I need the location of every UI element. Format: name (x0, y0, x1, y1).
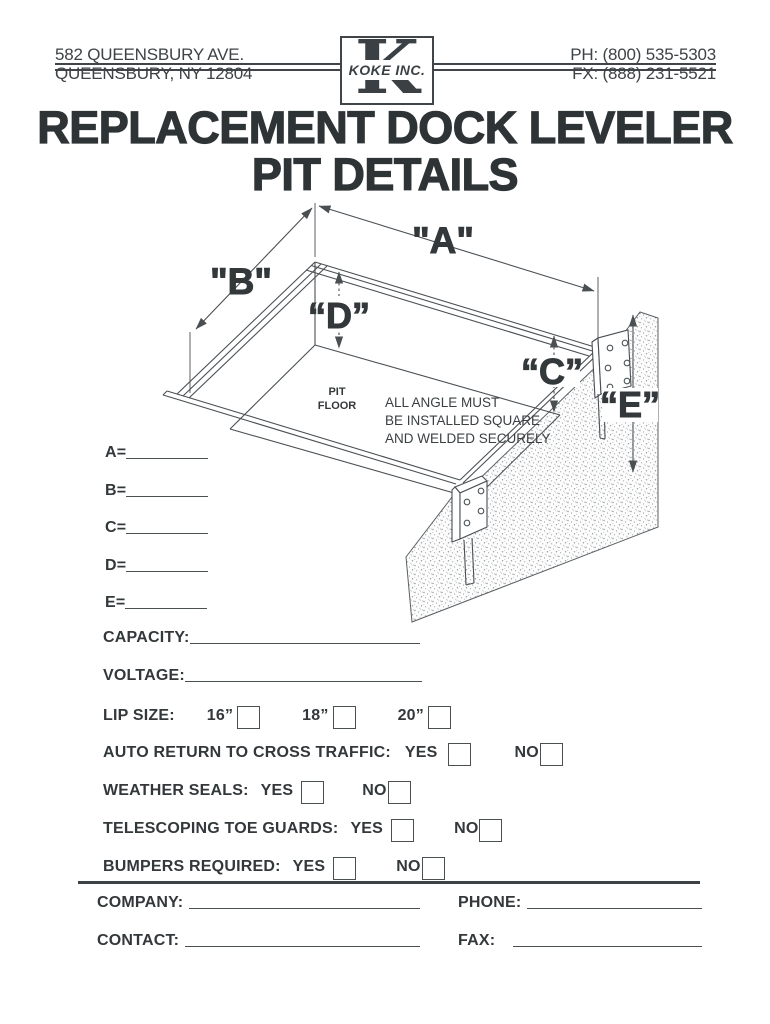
capacity-row: CAPACITY: (103, 629, 420, 647)
contact-label: CONTACT: (97, 932, 180, 949)
lip-option-18-label: 18” (302, 707, 329, 724)
capacity-input[interactable] (189, 643, 420, 644)
phone-label: PHONE: (458, 894, 522, 911)
measurement-row-e: E= (105, 594, 208, 632)
bumpers-yes-checkbox[interactable] (333, 857, 357, 880)
toe-guards-yes-label: YES (350, 820, 384, 837)
dim-label-d: “D” (308, 295, 370, 336)
pit-drawing (162, 203, 659, 623)
company-phone-fax: PH: (800) 535-5303 FX: (888) 231-5521 (570, 45, 716, 83)
measurement-input-e[interactable] (125, 608, 208, 609)
company-input[interactable] (189, 908, 420, 909)
address-line2: QUEENSBURY, NY 12804 (55, 64, 253, 83)
fax-label: FAX: (458, 932, 496, 949)
e-label-backer (602, 388, 658, 422)
dimension-b (189, 207, 313, 393)
toe-guards-label: TELESCOPING TOE GUARDS: (103, 820, 339, 837)
company-address: 582 QUEENSBURY AVE. QUEENSBURY, NY 12804 (55, 45, 252, 83)
bumpers-no-label: NO (396, 858, 421, 875)
voltage-label: VOLTAGE: (103, 667, 185, 684)
fax-input[interactable] (513, 946, 702, 947)
lip-18-checkbox[interactable] (332, 706, 356, 729)
lip-option-20-label: 20” (397, 707, 424, 724)
auto-return-no-label: NO (514, 744, 539, 761)
phone-input[interactable] (527, 908, 702, 909)
measurement-label-b: B= (105, 481, 127, 499)
voltage-input[interactable] (184, 681, 422, 682)
measurement-input-c[interactable] (126, 533, 209, 534)
angle-note-line1: ALL ANGLE MUST (385, 395, 499, 410)
bumpers-no-checkbox[interactable] (421, 857, 445, 880)
voltage-row: VOLTAGE: (103, 667, 422, 685)
weather-seals-no-label: NO (362, 782, 387, 799)
toe-guards-yes-checkbox[interactable] (391, 819, 415, 842)
contact-input[interactable] (185, 946, 420, 947)
phone-number: PH: (800) 535-5303 (570, 45, 716, 64)
lip-20-checkbox[interactable] (427, 706, 451, 729)
lip-size-label: LIP SIZE: (103, 707, 175, 724)
company-label: COMPANY: (97, 894, 184, 911)
auto-return-label: AUTO RETURN TO CROSS TRAFFIC: (103, 744, 391, 761)
weather-seals-label: WEATHER SEALS: (103, 782, 249, 799)
measurement-row-d: D= (105, 556, 209, 595)
dim-label-e: “E” (600, 384, 660, 425)
angle-note-line2: BE INSTALLED SQUARE (385, 413, 540, 428)
footer-divider (78, 881, 700, 884)
title-line1: REPLACEMENT DOCK LEVELER (37, 102, 734, 153)
company-field: COMPANY: (97, 894, 420, 912)
pit-isometric-diagram: "A" "B" “D” “C” “E” PIT FLOOR ALL ANGLE … (162, 203, 661, 623)
measurement-input-d[interactable] (126, 570, 209, 572)
title-line2: PIT DETAILS (251, 149, 519, 200)
weather-seals-yes-checkbox[interactable] (301, 781, 325, 804)
weather-seals-row: WEATHER SEALS: YES NO (103, 780, 411, 804)
lip-16-checkbox[interactable] (237, 706, 261, 729)
auto-return-row: AUTO RETURN TO CROSS TRAFFIC: YES NO (103, 742, 563, 766)
pit-floor-label-1: PIT (328, 386, 345, 398)
c-label-backer (524, 355, 580, 387)
auto-return-yes-checkbox[interactable] (447, 743, 471, 766)
measurement-row-a: A= (105, 444, 209, 482)
dim-label-c: “C” (521, 351, 583, 392)
weather-seals-yes-label: YES (260, 782, 294, 799)
toe-guards-no-checkbox[interactable] (479, 819, 503, 842)
measurement-input-b[interactable] (126, 495, 209, 497)
logo-company-name: KOKE INC. (348, 62, 426, 78)
measurement-label-d: D= (105, 556, 127, 574)
bumpers-yes-label: YES (292, 858, 326, 875)
measurement-label-e: E= (105, 594, 126, 611)
bumpers-row: BUMPERS REQUIRED: YES NO (103, 856, 445, 880)
auto-return-no-checkbox[interactable] (539, 743, 563, 766)
measurement-input-a[interactable] (126, 458, 209, 459)
dim-label-b: "B" (210, 261, 272, 302)
auto-return-yes-label: YES (404, 744, 438, 761)
fax-number: FX: (888) 231-5521 (572, 64, 716, 83)
koke-logo: K KOKE INC. (340, 31, 434, 105)
page-title: REPLACEMENT DOCK LEVELER PIT DETAILS (0, 102, 770, 200)
logo-band: KOKE INC. (342, 60, 432, 80)
measurement-label-a: A= (105, 444, 127, 461)
angle-note-line3: AND WELDED SECURELY (385, 431, 551, 446)
front-mounting-plate (451, 475, 488, 586)
lip-size-row: LIP SIZE: 16” 18” 20” (103, 705, 451, 729)
address-line1: 582 QUEENSBURY AVE. (55, 45, 244, 64)
measurement-row-c: C= (105, 519, 209, 557)
capacity-label: CAPACITY: (103, 629, 190, 646)
toe-guards-row: TELESCOPING TOE GUARDS: YES NO (103, 818, 503, 842)
lip-option-16-label: 16” (206, 707, 234, 724)
bumpers-label: BUMPERS REQUIRED: (103, 858, 281, 875)
weather-seals-no-checkbox[interactable] (387, 781, 411, 804)
phone-field: PHONE: (458, 894, 702, 912)
dimension-a (314, 203, 599, 343)
pit-floor-label-2: FLOOR (318, 400, 357, 412)
d-label-backer (316, 296, 362, 330)
contact-field: CONTACT: (97, 932, 420, 950)
measurement-label-c: C= (105, 519, 127, 536)
dim-label-a: "A" (412, 220, 474, 261)
measurement-row-b: B= (105, 481, 209, 520)
measurement-list: A= B= C= D= E= (105, 444, 209, 632)
fax-field: FAX: (458, 932, 702, 950)
toe-guards-no-label: NO (454, 820, 479, 837)
